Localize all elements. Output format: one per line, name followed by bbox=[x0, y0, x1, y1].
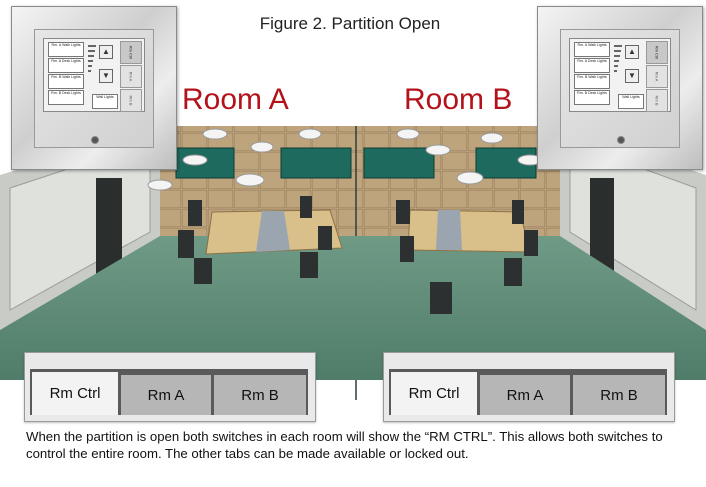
teal-panel-a2 bbox=[280, 147, 352, 179]
keypad-button-rm-b-walk[interactable]: Rm. B Walk Lights bbox=[574, 74, 610, 89]
keypad-tab-rm-ctrl[interactable]: Rm Ctrl bbox=[646, 41, 668, 64]
keypad-faceplate: Rm. A Walk Lights Rm. A Desk Lights Rm. … bbox=[560, 29, 680, 148]
room-a-label: Room A bbox=[182, 83, 289, 116]
keypad-button-wall-lights[interactable]: Wall Lights bbox=[618, 94, 644, 109]
keypad-tab-rm-a[interactable]: Rm A bbox=[120, 65, 142, 88]
keypad-button-rm-a-desk[interactable]: Rm. A Desk Lights bbox=[48, 58, 84, 73]
tab-rm-b[interactable]: Rm B bbox=[573, 375, 665, 415]
table-room-b bbox=[407, 209, 531, 253]
tab-rm-a[interactable]: Rm A bbox=[480, 375, 570, 415]
status-led-icon bbox=[91, 136, 99, 144]
table-room-b-stripe bbox=[436, 210, 462, 250]
tab-panel-room-b: Rm Ctrl Rm A Rm B bbox=[383, 352, 675, 422]
keypad-button-rm-a-walk[interactable]: Rm. A Walk Lights bbox=[574, 42, 610, 57]
figure-title: Figure 2. Partition Open bbox=[259, 14, 441, 33]
keypad-button-panel: Rm. A Walk Lights Rm. A Desk Lights Rm. … bbox=[43, 38, 145, 112]
keypad-button-rm-b-desk[interactable]: Rm. B Desk Lights bbox=[48, 90, 84, 105]
ceiling-lights bbox=[147, 128, 543, 191]
floor bbox=[0, 236, 706, 380]
keypad-button-wall-lights[interactable]: Wall Lights bbox=[92, 94, 118, 109]
dimmer-level-bars bbox=[88, 45, 96, 85]
lower-arrow-icon[interactable]: ▼ bbox=[99, 69, 113, 83]
raise-arrow-icon[interactable]: ▲ bbox=[625, 45, 639, 59]
room-b-label: Room B bbox=[404, 83, 513, 116]
tab-strip: Rm Ctrl Rm A Rm B bbox=[30, 369, 308, 415]
keypad-side-tabs: Rm Ctrl Rm A Rm B bbox=[646, 41, 668, 112]
keypad-tab-rm-b[interactable]: Rm B bbox=[646, 89, 668, 112]
keypad-button-rm-b-walk[interactable]: Rm. B Walk Lights bbox=[48, 74, 84, 89]
keypad-tab-rm-a[interactable]: Rm A bbox=[646, 65, 668, 88]
keypad-tab-rm-ctrl[interactable]: Rm Ctrl bbox=[120, 41, 142, 64]
keypad-room-b: Rm. A Walk Lights Rm. A Desk Lights Rm. … bbox=[537, 6, 703, 170]
tab-rm-ctrl[interactable]: Rm Ctrl bbox=[391, 372, 477, 415]
keypad-room-a: Rm. A Walk Lights Rm. A Desk Lights Rm. … bbox=[11, 6, 177, 170]
lower-arrow-icon[interactable]: ▼ bbox=[625, 69, 639, 83]
figure-caption: When the partition is open both switches… bbox=[26, 429, 663, 461]
tab-rm-ctrl[interactable]: Rm Ctrl bbox=[32, 372, 118, 415]
table-room-a-stripe bbox=[256, 211, 290, 252]
keypad-button-rm-a-walk[interactable]: Rm. A Walk Lights bbox=[48, 42, 84, 57]
tab-rm-b[interactable]: Rm B bbox=[214, 375, 306, 415]
keypad-button-panel: Rm. A Walk Lights Rm. A Desk Lights Rm. … bbox=[569, 38, 671, 112]
tab-panel-room-a: Rm Ctrl Rm A Rm B bbox=[24, 352, 316, 422]
status-led-icon bbox=[617, 136, 625, 144]
keypad-faceplate: Rm. A Walk Lights Rm. A Desk Lights Rm. … bbox=[34, 29, 154, 148]
keypad-side-tabs: Rm Ctrl Rm A Rm B bbox=[120, 41, 142, 112]
chairs bbox=[178, 196, 538, 314]
dimmer-level-bars bbox=[614, 45, 622, 85]
tab-strip: Rm Ctrl Rm A Rm B bbox=[389, 369, 667, 415]
keypad-button-rm-a-desk[interactable]: Rm. A Desk Lights bbox=[574, 58, 610, 73]
raise-arrow-icon[interactable]: ▲ bbox=[99, 45, 113, 59]
keypad-tab-rm-b[interactable]: Rm B bbox=[120, 89, 142, 112]
teal-panel-b1 bbox=[363, 147, 435, 179]
keypad-button-rm-b-desk[interactable]: Rm. B Desk Lights bbox=[574, 90, 610, 105]
conference-room-illustration bbox=[0, 126, 706, 400]
tab-rm-a[interactable]: Rm A bbox=[121, 375, 211, 415]
